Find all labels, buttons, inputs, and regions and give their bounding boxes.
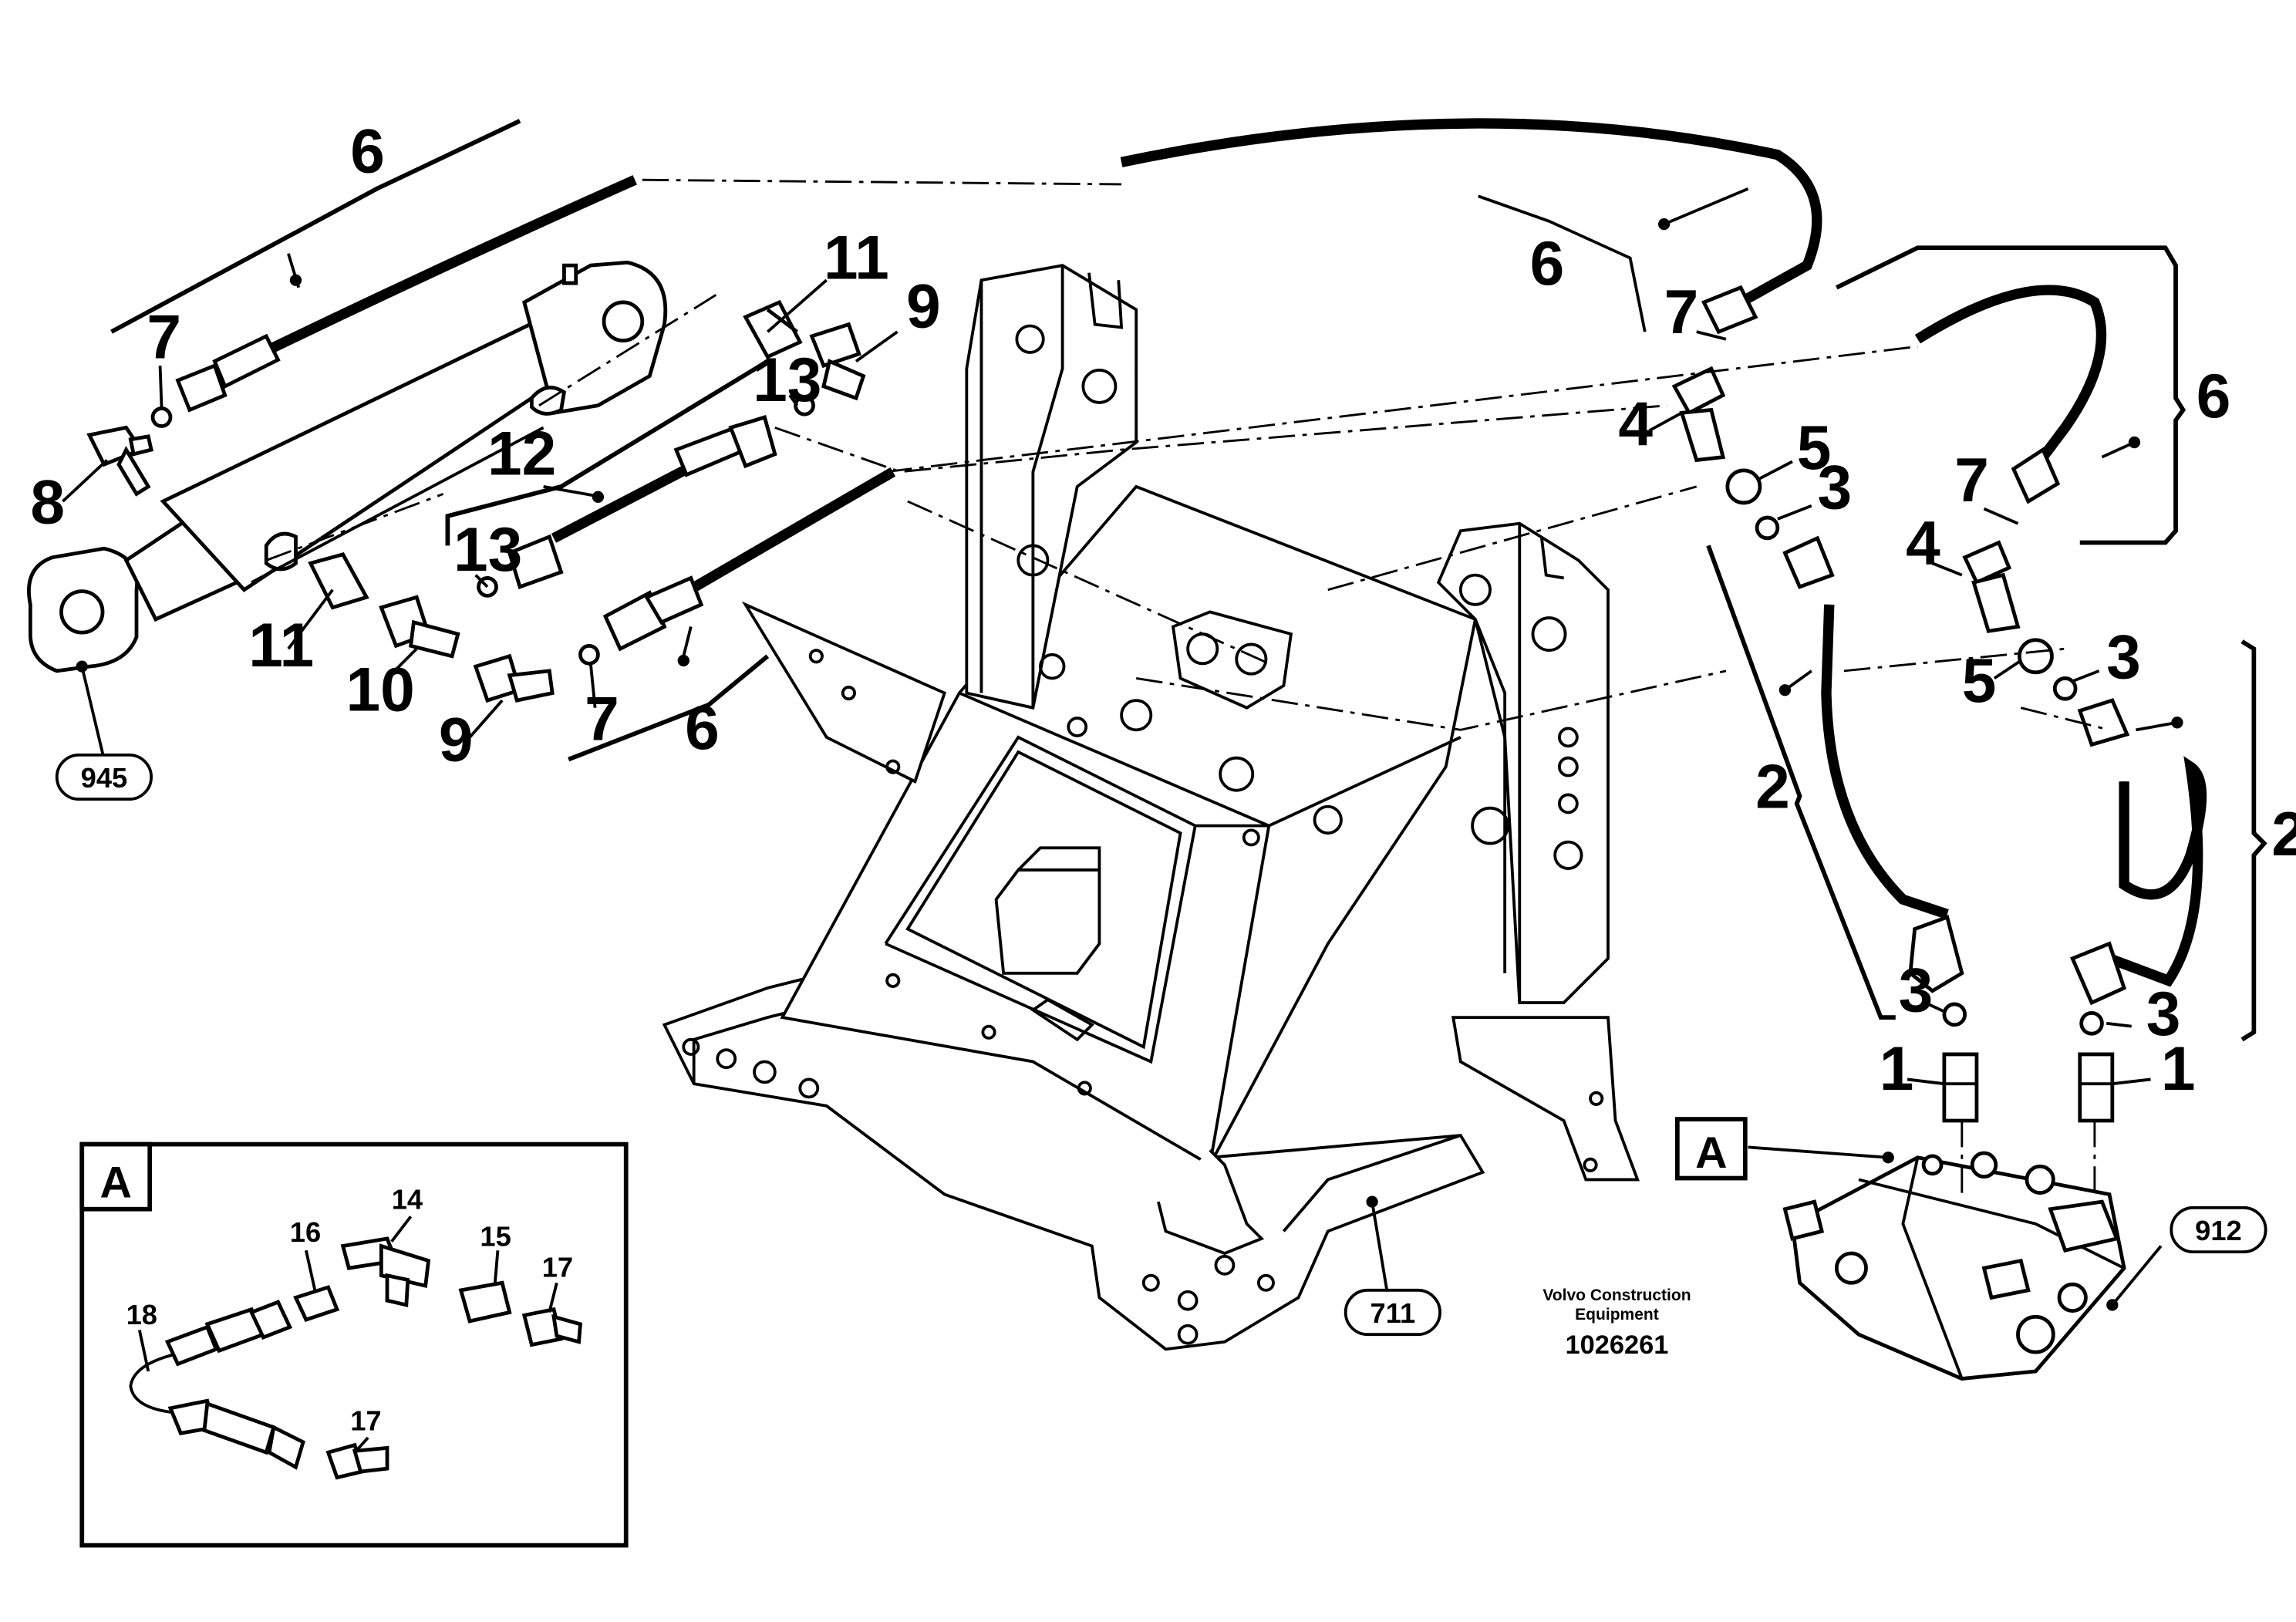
frame-bracket	[662, 264, 1640, 1351]
adapter-1-left	[1942, 1052, 1979, 1123]
hose-6-top-left	[175, 175, 637, 413]
fitting-elbow-8	[86, 425, 153, 497]
credit-block: Volvo Construction Equipment 1026261	[1542, 1286, 1691, 1360]
credit-line1: Volvo Construction	[1542, 1286, 1691, 1304]
callout-4-mid: 4	[1906, 509, 1940, 578]
callout-12: 12	[487, 420, 556, 489]
callout-8: 8	[30, 468, 65, 538]
callout-17-top: 17	[542, 1252, 573, 1283]
callout-15: 15	[480, 1220, 511, 1252]
leader-dots	[76, 218, 2183, 1311]
callout-14: 14	[392, 1184, 423, 1216]
hose-2-right	[2070, 698, 2207, 1006]
o-ring-3-low-right	[2079, 1011, 2104, 1036]
hose-2-left	[1782, 535, 1964, 993]
callout-11-bottom: 11	[248, 611, 314, 680]
callout-9-top: 9	[906, 271, 941, 341]
callout-11-top: 11	[824, 223, 889, 292]
callout-6-right: 6	[2197, 362, 2231, 431]
o-ring-7-left	[150, 406, 173, 428]
callout-7-left: 7	[147, 303, 181, 373]
callout-7-mid: 7	[585, 685, 619, 754]
callout-1-left: 1	[1880, 1034, 1914, 1104]
callout-9-bottom: 9	[439, 705, 474, 774]
elbow-9-top	[809, 322, 866, 401]
control-valve	[1782, 1151, 2126, 1381]
callout-5-top: 5	[1797, 413, 1832, 483]
callout-3-low-left: 3	[1899, 956, 1934, 1026]
ref-945-label: 945	[81, 762, 128, 794]
ref-912-label: 912	[2195, 1215, 2242, 1246]
callout-1-right: 1	[2161, 1034, 2196, 1104]
callout-4-top: 4	[1618, 389, 1653, 459]
assembly-centerlines	[265, 178, 2110, 1195]
callout-7-right-mid: 7	[1954, 446, 1989, 515]
callout-2-left: 2	[1755, 753, 1790, 822]
callout-16: 16	[290, 1216, 321, 1248]
hydraulic-cylinder	[27, 260, 668, 673]
callout-2-right: 2	[2271, 800, 2296, 869]
callout-10: 10	[346, 655, 414, 724]
hose-6-top-right	[1120, 118, 1822, 335]
nut-5-mid	[2017, 638, 2054, 675]
callout-17-bottom: 17	[350, 1404, 381, 1436]
credit-number: 1026261	[1565, 1330, 1668, 1360]
callout-5-mid: 5	[1962, 646, 1997, 716]
o-ring-3-low-left	[1942, 1002, 1967, 1027]
callout-13-top: 13	[753, 346, 821, 415]
callout-6-mid: 6	[685, 693, 720, 763]
callout-6-top-right: 6	[1530, 229, 1565, 298]
detail-marker-a-label: A	[1695, 1128, 1727, 1178]
callouts: 6 7 8 11 9 13 12 13 11 10 9 7 6 6 7 4 5 …	[30, 117, 2296, 1104]
detail-a-title: A	[100, 1158, 132, 1207]
ref-pill-912[interactable]: 912	[2170, 1206, 2267, 1254]
elbow-4-mid	[1962, 540, 2021, 633]
hose-6-mid	[602, 467, 896, 652]
hose-12	[507, 415, 777, 589]
leader-lines	[62, 119, 2267, 1307]
callout-3-low-right: 3	[2146, 980, 2181, 1049]
callout-6-top-left: 6	[350, 117, 385, 187]
nut-5-top	[1725, 468, 1762, 505]
callout-13-mid: 13	[453, 515, 522, 585]
adapter-11-bottom	[308, 552, 369, 610]
elbow-4-top	[1671, 366, 1726, 463]
o-ring-3-top	[1755, 515, 1780, 541]
callout-7-right-top: 7	[1664, 278, 1699, 347]
detail-marker-a[interactable]: A	[1674, 1117, 1748, 1181]
callout-3-top: 3	[1817, 454, 1852, 523]
ref-pill-711[interactable]: 711	[1344, 1288, 1441, 1337]
tee-10	[379, 595, 460, 659]
ref-pill-945[interactable]: 945	[55, 753, 153, 801]
adapter-1-right	[2078, 1052, 2115, 1123]
callout-18: 18	[126, 1299, 157, 1330]
ref-711-label: 711	[1371, 1297, 1416, 1329]
o-ring-7-mid	[578, 643, 600, 666]
callout-3-mid: 3	[2106, 622, 2141, 692]
o-ring-3-mid	[2052, 676, 2078, 701]
credit-line2: Equipment	[1575, 1306, 1659, 1324]
hose-6-right	[1914, 285, 2107, 504]
detail-a-panel: A 18 16 14 15 17 17	[79, 1141, 629, 1548]
elbow-9-bottom	[473, 653, 555, 703]
